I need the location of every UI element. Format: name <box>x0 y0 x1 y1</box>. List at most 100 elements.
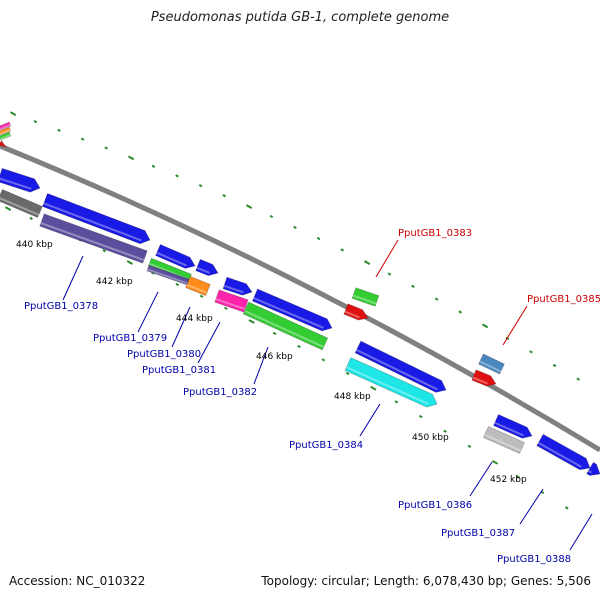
tick-dot <box>29 216 33 221</box>
tick-dot <box>340 248 344 252</box>
feature-0384a-shine <box>356 349 438 391</box>
feature-fragment-4[interactable] <box>0 139 7 148</box>
feature-0375-shape[interactable] <box>0 188 43 219</box>
tick-dot <box>128 155 135 161</box>
leader-line <box>62 255 84 301</box>
feature-0384-shape[interactable] <box>344 357 438 408</box>
feature-fragment-3[interactable] <box>0 131 12 141</box>
feature-0379[interactable] <box>155 243 196 269</box>
feature-0376[interactable] <box>0 167 41 193</box>
feature-0381a-shape[interactable] <box>222 276 253 296</box>
feature-0380b-shape[interactable] <box>146 264 190 286</box>
feature-0382[interactable] <box>242 301 329 351</box>
gene-label[interactable]: PputGB1_0385 <box>527 294 600 305</box>
feature-0383[interactable] <box>343 303 369 321</box>
scale-tick-label: 444 kbp <box>176 314 213 324</box>
tick-dot <box>316 236 321 241</box>
tick-dot <box>102 249 106 253</box>
feature-0383a-shine <box>352 294 377 305</box>
tick-dot <box>151 164 156 169</box>
feature-0382-shape[interactable] <box>242 301 329 351</box>
feature-0384a[interactable] <box>354 340 447 393</box>
feature-fragment-1[interactable] <box>0 121 12 131</box>
feature-fragment-2-shape[interactable] <box>0 126 12 136</box>
feature-0381b-shape[interactable] <box>251 288 333 332</box>
feature-fragment-1-shape[interactable] <box>0 121 12 131</box>
feature-0386[interactable] <box>483 425 525 455</box>
feature-0380-shape[interactable] <box>185 275 211 297</box>
gene-label[interactable]: PputGB1_0378 <box>24 301 98 312</box>
feature-0380[interactable] <box>185 275 211 297</box>
tick-dot <box>443 429 447 433</box>
feature-0388-shine <box>587 469 592 474</box>
feature-0387[interactable] <box>536 433 591 471</box>
feature-0387-shape[interactable] <box>536 433 591 471</box>
feature-0383a[interactable] <box>351 287 380 307</box>
feature-0385a-shape[interactable] <box>478 353 505 375</box>
feature-fragment-4-shape[interactable] <box>0 139 7 148</box>
feature-0381b-shine <box>253 297 324 329</box>
genome-summary-text: Topology: circular; Length: 6,078,430 bp… <box>261 574 591 588</box>
feature-0381a[interactable] <box>222 276 253 296</box>
leader-line <box>359 403 381 437</box>
feature-0386-shape[interactable] <box>483 425 525 455</box>
feature-0385a[interactable] <box>478 353 505 375</box>
gene-label[interactable]: PputGB1_0384 <box>289 440 363 451</box>
gene-label[interactable]: PputGB1_0380 <box>127 349 201 360</box>
gene-label[interactable]: PputGB1_0388 <box>497 554 571 565</box>
feature-0385-shape[interactable] <box>471 369 497 387</box>
feature-0376-shape[interactable] <box>0 167 41 193</box>
feature-0381[interactable] <box>214 289 249 313</box>
gene-label[interactable]: PputGB1_0383 <box>398 228 472 239</box>
feature-0377[interactable] <box>41 192 151 245</box>
feature-0379-shine <box>156 251 187 267</box>
feature-0379b[interactable] <box>195 258 219 277</box>
feature-0388[interactable] <box>586 461 600 476</box>
feature-0379-shape[interactable] <box>155 243 196 269</box>
feature-0386-shine <box>484 433 522 452</box>
feature-0383-shape[interactable] <box>343 303 369 321</box>
gene-label[interactable]: PputGB1_0387 <box>441 528 515 539</box>
feature-0386a[interactable] <box>493 413 533 439</box>
feature-0386a-shape[interactable] <box>493 413 533 439</box>
tick-dot <box>491 459 499 465</box>
tick-dot <box>10 111 17 116</box>
leader-line <box>197 321 221 364</box>
feature-0378-shape[interactable] <box>39 213 148 264</box>
feature-0378-shine <box>40 222 145 261</box>
feature-0381-shape[interactable] <box>214 289 249 313</box>
tick-dot <box>418 414 423 419</box>
feature-fragment-2[interactable] <box>0 126 12 136</box>
tick-dot <box>565 506 569 510</box>
feature-0381b[interactable] <box>251 288 333 332</box>
gene-label[interactable]: PputGB1_0382 <box>183 387 257 398</box>
tick-dot <box>516 475 520 479</box>
feature-0388-shape[interactable] <box>586 461 600 476</box>
tick-dot <box>529 350 533 354</box>
backbone-line <box>0 143 600 453</box>
feature-0375[interactable] <box>0 188 43 219</box>
feature-0379b-shape[interactable] <box>195 258 219 277</box>
gene-label[interactable]: PputGB1_0379 <box>93 333 167 344</box>
feature-0384a-shape[interactable] <box>354 340 447 393</box>
gene-labels[interactable]: PputGB1_0378PputGB1_0379PputGB1_0380Pput… <box>24 228 600 565</box>
feature-fragment-3-shape[interactable] <box>0 131 12 141</box>
scale-tick-label: 448 kbp <box>334 392 371 402</box>
feature-0383a-shape[interactable] <box>351 287 380 307</box>
feature-0384[interactable] <box>344 357 438 408</box>
feature-0380b[interactable] <box>146 264 190 286</box>
feature-0378[interactable] <box>39 213 148 264</box>
leader-line <box>569 513 593 551</box>
feature-0381-shine <box>215 298 246 311</box>
tick-dot <box>175 282 180 287</box>
feature-0377-shape[interactable] <box>41 192 151 245</box>
gene-label[interactable]: PputGB1_0381 <box>142 365 216 376</box>
feature-0385[interactable] <box>471 369 497 387</box>
tick-dot <box>394 400 399 404</box>
gene-label[interactable]: PputGB1_0386 <box>398 500 472 511</box>
tick-dot <box>246 204 253 209</box>
feature-0382-shine <box>244 310 325 348</box>
gene-features[interactable] <box>0 121 600 476</box>
